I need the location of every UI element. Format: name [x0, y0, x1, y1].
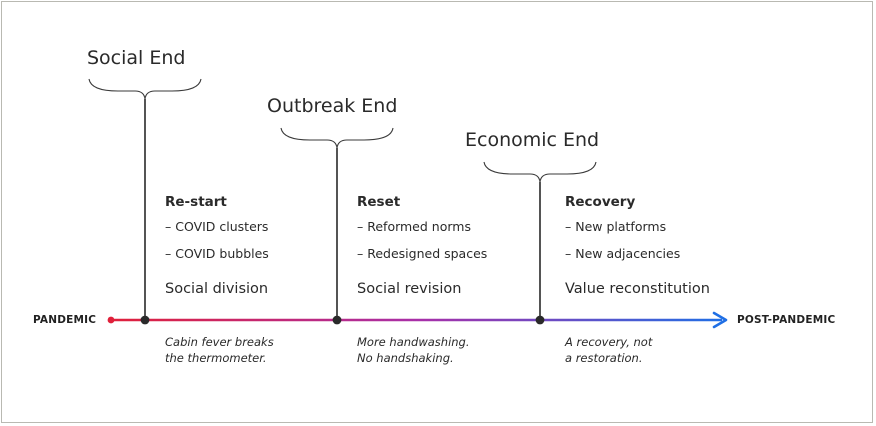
phase-caption: More handwashing. No handshaking.	[357, 334, 470, 366]
phase-summary: Social revision	[357, 281, 462, 297]
phase-bullet: – Reformed norms	[357, 219, 471, 234]
caption-line: Cabin fever breaks	[165, 335, 274, 349]
timeline-arrowhead	[712, 311, 728, 329]
caption-line: A recovery, not	[565, 335, 653, 349]
phase-bullet: – New platforms	[565, 219, 667, 234]
outbreak-end-title: Outbreak End	[267, 95, 398, 117]
social-end-brace	[88, 78, 202, 100]
outbreak-end-marker	[332, 315, 342, 325]
phase-bullet: – COVID clusters	[165, 219, 269, 234]
phase-caption: A recovery, not a restoration.	[565, 334, 652, 366]
timeline-end-label: POST-PANDEMIC	[737, 314, 836, 326]
phase-caption: Cabin fever breaks the thermometer.	[165, 334, 274, 366]
phase-summary: Social division	[165, 281, 269, 297]
economic-end-title: Economic End	[465, 129, 600, 151]
economic-end-brace	[483, 161, 597, 183]
phase-title-reset: Reset	[357, 194, 401, 210]
phase-title-recovery: Recovery	[565, 194, 636, 210]
timeline-start-marker	[107, 316, 115, 324]
caption-line: No handshaking.	[357, 351, 454, 365]
outbreak-end-brace	[280, 127, 394, 149]
phase-bullet: – COVID bubbles	[165, 246, 269, 261]
caption-line: the thermometer.	[165, 351, 267, 365]
social-end-title: Social End	[87, 47, 186, 69]
social-end-marker	[140, 315, 150, 325]
phase-bullet: – Redesigned spaces	[357, 246, 488, 261]
timeline-start-label: PANDEMIC	[33, 314, 97, 326]
caption-line: a restoration.	[565, 351, 643, 365]
caption-line: More handwashing.	[357, 335, 470, 349]
phase-bullet: – New adjacencies	[565, 246, 681, 261]
phase-summary: Value reconstitution	[565, 281, 710, 297]
economic-end-marker	[535, 315, 545, 325]
phase-title-restart: Re-start	[165, 194, 227, 210]
